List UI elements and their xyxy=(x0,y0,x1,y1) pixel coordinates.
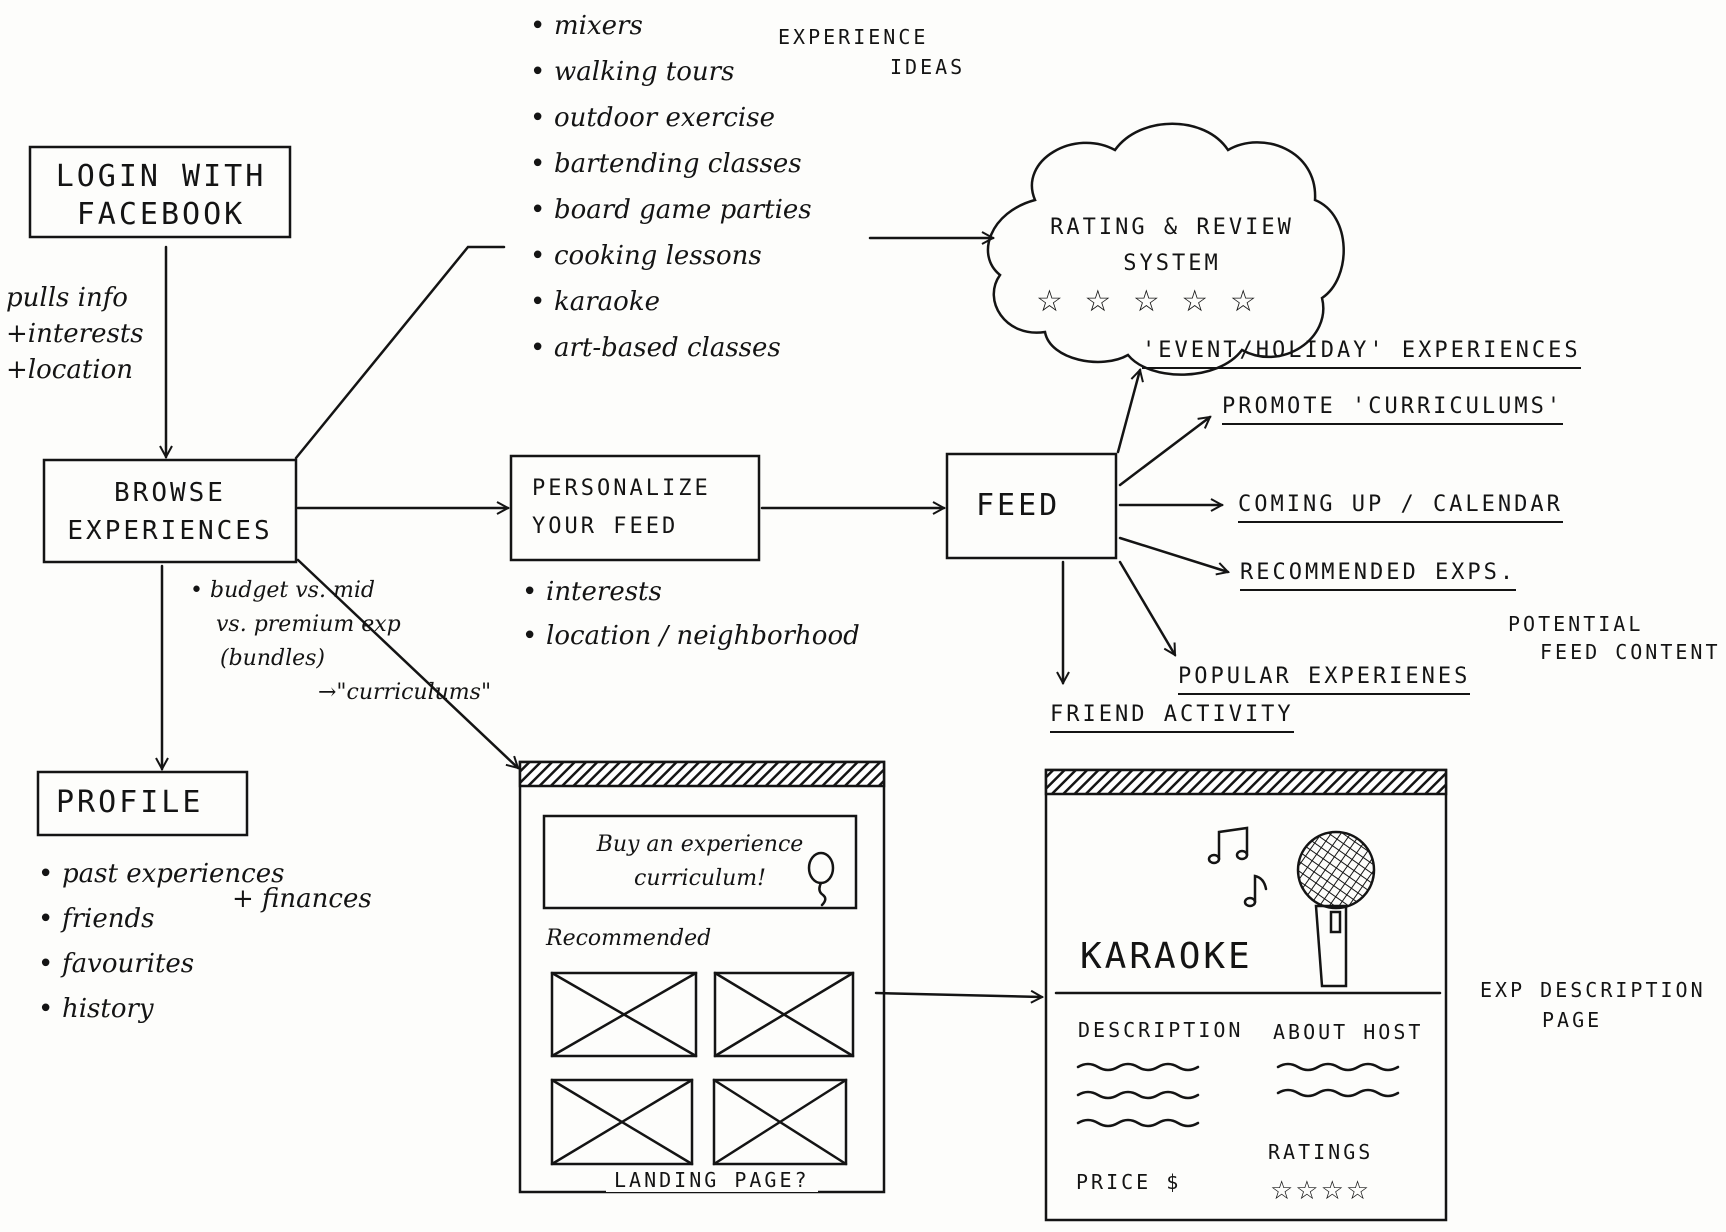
login-line-1: LOGIN WITH xyxy=(55,159,267,194)
feed-popular-experiences: POPULAR EXPERIENES xyxy=(1178,664,1471,695)
feed-caption-line-1: POTENTIAL xyxy=(1508,612,1644,636)
landing-banner-text: Buy an experience curriculum! xyxy=(548,828,852,896)
rating-cloud-shape xyxy=(986,122,1345,376)
browse-line-1: BROWSE xyxy=(114,478,226,508)
feed-promote-curriculums: PROMOTE 'CURRICULUMS' xyxy=(1222,394,1564,425)
profile-extra-finances: + finances xyxy=(232,884,372,914)
profile-box xyxy=(36,770,249,837)
exp-ratings-stars: ☆☆☆☆ xyxy=(1270,1176,1372,1206)
landing-banner-line-2: curriculum! xyxy=(634,866,766,891)
exp-ratings-label: RATINGS xyxy=(1268,1140,1374,1164)
arrow-landing-to-exp-page xyxy=(874,993,1042,997)
idea-item: art-based classes xyxy=(528,325,812,371)
profile-bullets: past experiences friends favourites hist… xyxy=(36,852,284,1032)
personalize-line-2: YOUR FEED xyxy=(532,514,679,539)
exp-about-host-label: ABOUT HOST xyxy=(1273,1020,1424,1044)
personalize-box-label: PERSONALIZE YOUR FEED xyxy=(532,470,711,546)
rating-line-1: RATING & REVIEW xyxy=(1050,215,1294,240)
landing-page-caption: LANDING PAGE? xyxy=(606,1168,818,1192)
idea-item: karaoke xyxy=(528,279,812,325)
browse-note-line-1: • budget vs. mid xyxy=(190,578,375,603)
landing-banner-line-1: Buy an experience xyxy=(596,832,804,857)
login-box xyxy=(28,145,292,239)
thumbnail-3 xyxy=(550,1078,694,1166)
browse-note-text-1: budget vs. mid xyxy=(209,578,375,603)
browse-note-line-4: →"curriculums" xyxy=(318,680,492,705)
feed-content-caption: POTENTIAL FEED CONTENT xyxy=(1508,610,1721,666)
exp-caption-line-2: PAGE xyxy=(1542,1008,1603,1032)
arrow-feed-to-recommended xyxy=(1118,536,1228,572)
thumbnail-2 xyxy=(713,971,855,1058)
login-note-line-3: +location xyxy=(6,355,133,385)
arrow-feed-to-popular xyxy=(1118,560,1177,655)
experience-ideas-heading: EXPERIENCE IDEAS xyxy=(778,22,965,82)
exp-price-label: PRICE $ xyxy=(1076,1170,1182,1194)
feed-recommended-exps: RECOMMENDED EXPS. xyxy=(1240,560,1517,591)
arrow-browse-to-landing xyxy=(296,558,518,768)
music-note-small-icon xyxy=(1243,874,1268,908)
browse-line-2: EXPERIENCES xyxy=(67,516,273,546)
balloon-string xyxy=(818,881,827,907)
landing-recommended-label: Recommended xyxy=(546,926,712,951)
landing-page-frame xyxy=(518,760,886,1194)
microphone-handle xyxy=(1314,904,1348,988)
arrow-feed-to-promote xyxy=(1118,417,1210,487)
browse-note-line-2: vs. premium exp xyxy=(216,612,401,637)
profile-item: favourites xyxy=(36,942,284,987)
profile-item: past experiences xyxy=(36,852,284,897)
thumbnail-4 xyxy=(712,1078,848,1166)
login-note: pulls info +interests +location xyxy=(6,280,144,388)
rating-stars: ☆ ☆ ☆ ☆ ☆ xyxy=(1036,284,1263,319)
exp-caption-line-1: EXP DESCRIPTION xyxy=(1480,978,1706,1002)
experience-ideas-list: mixers walking tours outdoor exercise ba… xyxy=(528,3,812,371)
feed-box-label: FEED xyxy=(976,488,1061,523)
rating-line-2: SYSTEM xyxy=(1123,251,1221,276)
profile-item: history xyxy=(36,987,284,1032)
browse-note-line-3: (bundles) xyxy=(220,646,326,671)
profile-item: friends xyxy=(36,897,284,942)
personalize-box xyxy=(509,454,761,562)
idea-item: board game parties xyxy=(528,187,812,233)
idea-item: outdoor exercise xyxy=(528,95,812,141)
profile-box-label: PROFILE xyxy=(56,785,204,820)
browse-note: • budget vs. mid vs. premium exp (bundle… xyxy=(190,574,491,710)
idea-item: walking tours xyxy=(528,49,812,95)
microphone-head xyxy=(1296,830,1376,910)
exp-page-header-bar xyxy=(1044,768,1448,796)
personalize-item: location / neighborhood xyxy=(520,614,860,658)
music-note-icon xyxy=(1207,826,1249,865)
login-note-line-1: pulls info xyxy=(6,283,128,313)
browse-box xyxy=(42,458,298,564)
arrow-feed-to-event xyxy=(1116,370,1140,454)
microphone-switch xyxy=(1329,910,1342,934)
exp-page-title: KARAOKE xyxy=(1080,936,1253,977)
ideas-heading-line-1: EXPERIENCE xyxy=(778,25,929,49)
idea-item: cooking lessons xyxy=(528,233,812,279)
personalize-line-1: PERSONALIZE xyxy=(532,476,711,501)
login-line-2: FACEBOOK xyxy=(76,197,246,232)
landing-page-header-bar xyxy=(518,760,886,788)
personalize-bullets: interests location / neighborhood xyxy=(520,570,860,658)
idea-item: mixers xyxy=(528,3,812,49)
thumbnail-1 xyxy=(550,971,698,1058)
feed-box xyxy=(945,452,1118,560)
idea-item: bartending classes xyxy=(528,141,812,187)
exp-page-caption: EXP DESCRIPTION PAGE xyxy=(1480,975,1706,1035)
line-browse-to-ideas xyxy=(294,245,506,460)
login-note-line-2: +interests xyxy=(6,319,144,349)
landing-page-banner xyxy=(542,814,858,910)
personalize-item: interests xyxy=(520,570,860,614)
login-box-label: LOGIN WITH FACEBOOK xyxy=(32,158,290,234)
description-placeholder-lines xyxy=(1076,1062,1200,1128)
feed-friend-activity: FRIEND ACTIVITY xyxy=(1050,702,1294,733)
browse-box-label: BROWSE EXPERIENCES xyxy=(44,474,296,550)
exp-description-label: DESCRIPTION xyxy=(1078,1018,1244,1042)
feed-caption-line-2: FEED CONTENT xyxy=(1540,640,1721,664)
ideas-heading-line-2: IDEAS xyxy=(890,55,966,79)
feed-event-holiday: 'EVENT/HOLIDAY' EXPERIENCES xyxy=(1142,338,1581,369)
about-host-placeholder-lines xyxy=(1276,1062,1400,1098)
rating-cloud-label: RATING & REVIEW SYSTEM xyxy=(1012,210,1332,282)
feed-coming-up-calendar: COMING UP / CALENDAR xyxy=(1238,492,1563,523)
